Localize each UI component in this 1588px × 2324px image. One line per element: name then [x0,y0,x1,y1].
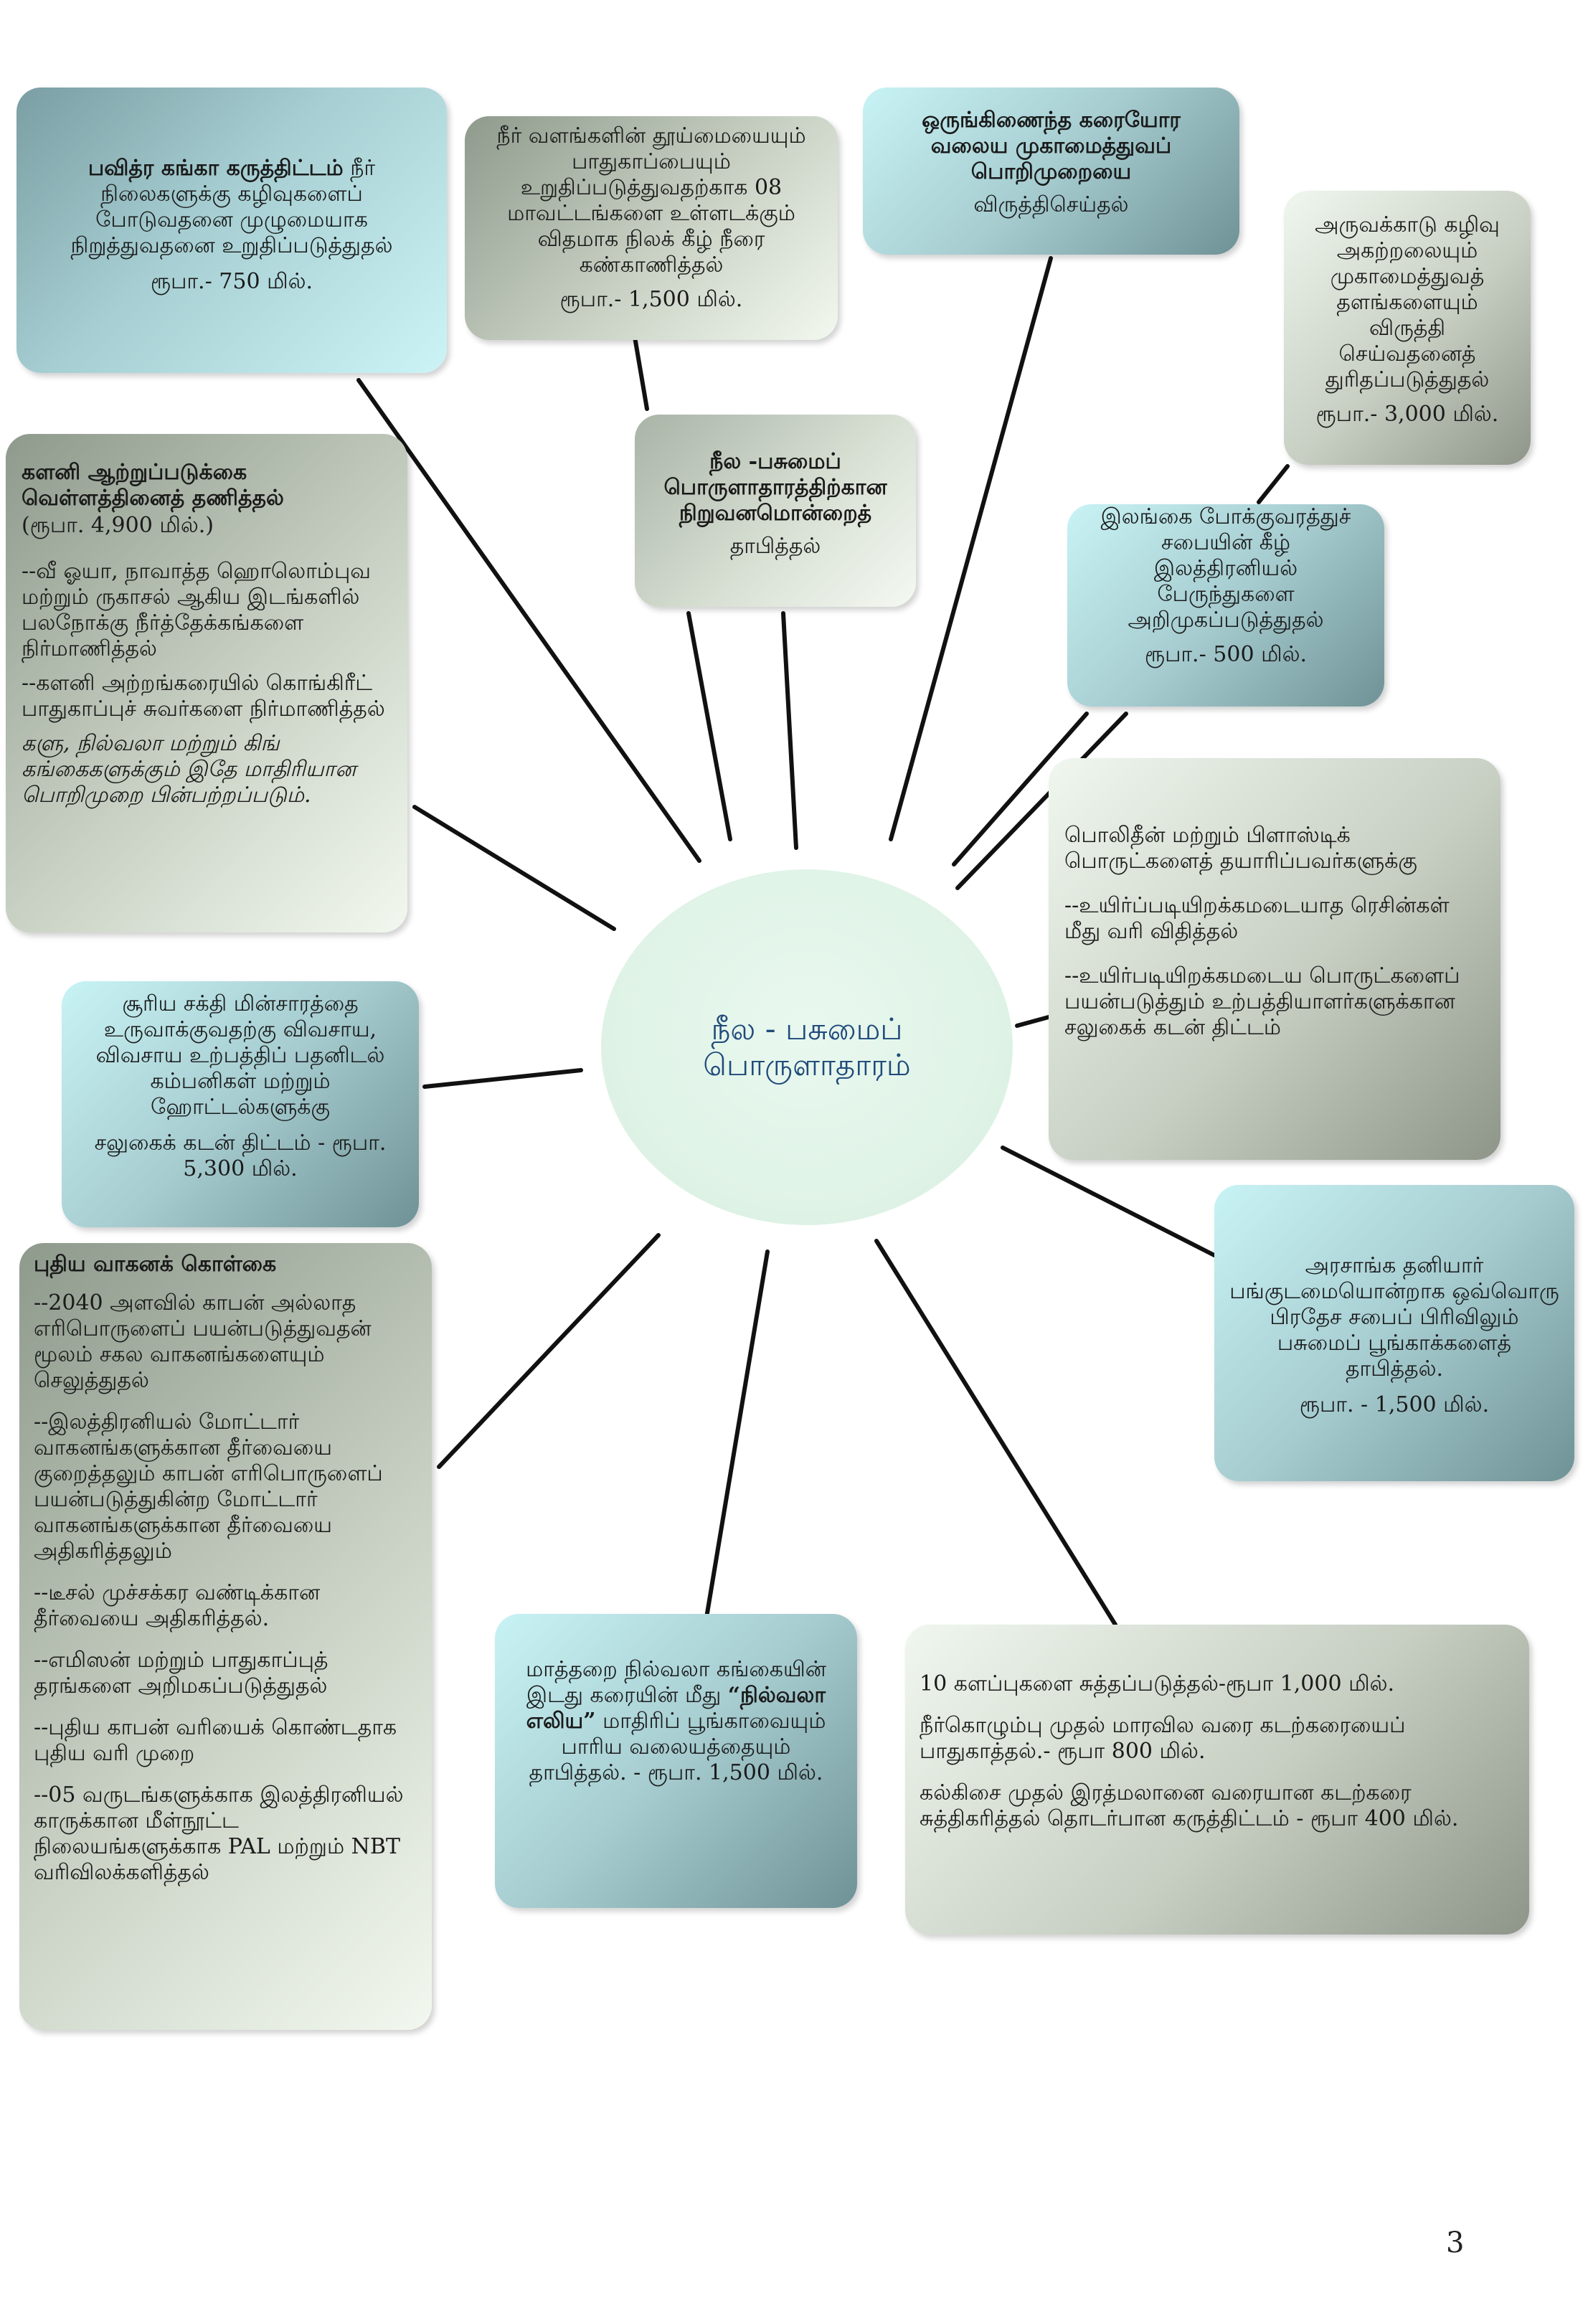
box-beaches-item-1: 10 களப்புகளை சுத்தப்படுத்தல்-ரூபா 1,000 … [920,1671,1395,1696]
box-institution-title: நீல -பசுமைப் பொருளாதாரத்திற்கான நிறுவனமொ… [663,449,887,526]
page-number: 3 [1446,2226,1465,2259]
box-kelani-flood-note: களு, நில்வலா மற்றும் கிங் கங்கைகளுக்கும்… [22,731,356,808]
box-kelani-flood: களனி ஆற்றுப்படுக்கை வெள்ளத்தினைத் தணித்த… [6,434,407,932]
hub-blue-green-economy: நீல - பசுமைப் பொருளாதாரம் [601,869,1013,1225]
box-polythene-intro: பொலிதீன் மற்றும் பிளாஸ்டிக் பொருட்களைத் … [1064,823,1417,874]
box-nilwala-text-after: மாதிரிப் பூங்காவையும் பாரிய வலையத்தையும்… [529,1709,826,1785]
connector-vehicle [437,1233,661,1469]
box-green-parks: அரசாங்க தனியார் பங்குடமையொன்றாக ஒவ்வொரு … [1214,1185,1574,1481]
box-nilwala-text-before: மாத்தறை நில்வலா கங்கையின் இடது கரையின் ம… [526,1657,826,1708]
box-vehicle-policy-title: புதிய வாகனக் கொள்கை [34,1252,277,1277]
connector-kelani [412,805,616,931]
box-beaches-lagoons: 10 களப்புகளை சுத்தப்படுத்தல்-ரூபா 1,000 … [905,1625,1529,1935]
connector-institution-b [781,611,798,850]
box-kelani-flood-cost: (ரூபா. 4,900 மில்.) [22,513,214,538]
connector-buses-a [952,712,1089,866]
connector-nilwala [704,1250,770,1620]
box-electric-buses: இலங்கை போக்குவரத்துச் சபையின் கீழ் இலத்த… [1067,504,1384,707]
connector-polythene [1015,1015,1051,1028]
box-polythene-item-1: --உயிர்ப்படியிறக்கமடையாத ரெசின்கள் மீது … [1064,893,1450,944]
box-institution-text: தாபித்தல் [729,534,821,559]
box-groundwater-monitoring-cost: ரூபா.- 1,500 மில். [559,287,743,312]
box-waste-management-cost: ரூபா.- 3,000 மில். [1315,402,1499,427]
box-vehicle-policy: புதிய வாகனக் கொள்கை --2040 அளவில் காபன் … [19,1243,432,2030]
connector-solar [422,1068,583,1089]
connector-waste [1257,464,1290,504]
box-vehicle-item-4: --எமிஸன் மற்றும் பாதுகாப்புத் தரங்களை அற… [34,1648,329,1699]
box-groundwater-monitoring: நீர் வளங்களின் தூய்மையையும் பாதுகாப்பையு… [465,116,838,340]
box-green-parks-cost: ரூபா. - 1,500 மில். [1299,1392,1490,1417]
connector-gangaa [356,378,701,863]
box-coastal-zone-title: ஒருங்கிணைந்த கரையோர வலைய முகாமைத்துவப் ப… [922,108,1181,184]
box-coastal-zone: ஒருங்கிணைந்த கரையோர வலைய முகாமைத்துவப் ப… [863,88,1239,255]
connector-buses-b [955,712,1128,890]
box-vehicle-item-1: --2040 அளவில் காபன் அல்லாத எரிபொருளைப் ப… [34,1290,372,1393]
box-groundwater-monitoring-text: நீர் வளங்களின் தூய்மையையும் பாதுகாப்பையு… [496,123,806,278]
box-coastal-zone-text: விருத்திசெய்தல் [973,192,1129,217]
box-electric-buses-text: இலங்கை போக்குவரத்துச் சபையின் கீழ் இலத்த… [1100,504,1351,633]
box-institution: நீல -பசுமைப் பொருளாதாரத்திற்கான நிறுவனமொ… [635,415,916,607]
connector-institution-a [686,611,732,841]
box-vehicle-item-6: --05 வருடங்களுக்காக இலத்திரனியல் காருக்க… [34,1782,404,1885]
connector-parks [1001,1146,1216,1257]
box-solar-energy: சூரிய சக்தி மின்சாரத்தை உருவாக்குவதற்கு … [62,981,419,1227]
box-pavithra-ganga-title: பவித்ர கங்கா கருத்திட்டம் [88,156,344,181]
box-kelani-flood-item-1: --வீ ஓயா, நாவாத்த ஹொலொம்புவ மற்றும் ருகா… [22,559,371,661]
box-electric-buses-cost: ரூபா.- 500 மில். [1144,642,1308,667]
box-waste-management-text: அருவக்காடு கழிவு அகற்றலையும் முகாமைத்துவ… [1315,212,1500,392]
box-waste-management: அருவக்காடு கழிவு அகற்றலையும் முகாமைத்துவ… [1284,191,1531,465]
box-beaches-item-2: நீர்கொழும்பு முதல் மாரவில வரை கடற்கரையைப… [920,1713,1406,1764]
box-green-parks-text: அரசாங்க தனியார் பங்குடமையொன்றாக ஒவ்வொரு … [1229,1253,1559,1381]
box-nilwala-emphasis: “நில்வலா எலிய” [526,1683,826,1734]
box-solar-energy-cost: சலுகைக் கடன் திட்டம் - ரூபா. 5,300 மில். [94,1130,387,1181]
box-kelani-flood-item-2: --களனி அற்றங்கரையில் கொங்கிரீட் பாதுகாப்… [22,671,385,722]
box-pavithra-ganga: பவித்ர கங்கா கருத்திட்டம் நீர் நிலைகளுக்… [16,88,447,373]
box-pavithra-ganga-cost: ரூபா.- 750 மில். [150,269,313,294]
box-polythene-item-2: --உயிர்படியிறக்கமடைய பொருட்களைப் பயன்படு… [1064,963,1460,1040]
box-kelani-flood-title: களனி ஆற்றுப்படுக்கை வெள்ளத்தினைத் தணித்த… [22,460,284,511]
box-beaches-item-3: கல்கிசை முதல் இரத்மலானை வரையான கடற்கரை ச… [920,1780,1459,1831]
box-vehicle-item-3: --டீசல் முச்சக்கர வண்டிக்கான தீர்வையை அத… [34,1580,321,1631]
box-pavithra-ganga-text: நீர் நிலைகளுக்கு கழிவுகளைப் போடுவதனை முழ… [70,156,393,258]
box-vehicle-item-2: --இலத்திரனியல் மோட்டார் வாகனங்களுக்கான த… [34,1409,383,1564]
connector-coastal [889,256,1053,841]
box-polythene-plastic: பொலிதீன் மற்றும் பிளாஸ்டிக் பொருட்களைத் … [1049,758,1500,1160]
connector-water-sources [633,335,649,411]
connector-beaches [874,1239,1117,1627]
box-solar-energy-text: சூரிய சக்தி மின்சாரத்தை உருவாக்குவதற்கு … [95,991,385,1120]
box-vehicle-item-5: --புதிய காபன் வரியைக் கொண்டதாக புதிய வரி… [34,1715,397,1766]
hub-label: நீல - பசுமைப் பொருளாதாரம் [703,1011,911,1082]
box-nilwala-eliya: மாத்தறை நில்வலா கங்கையின் இடது கரையின் ம… [495,1614,857,1908]
